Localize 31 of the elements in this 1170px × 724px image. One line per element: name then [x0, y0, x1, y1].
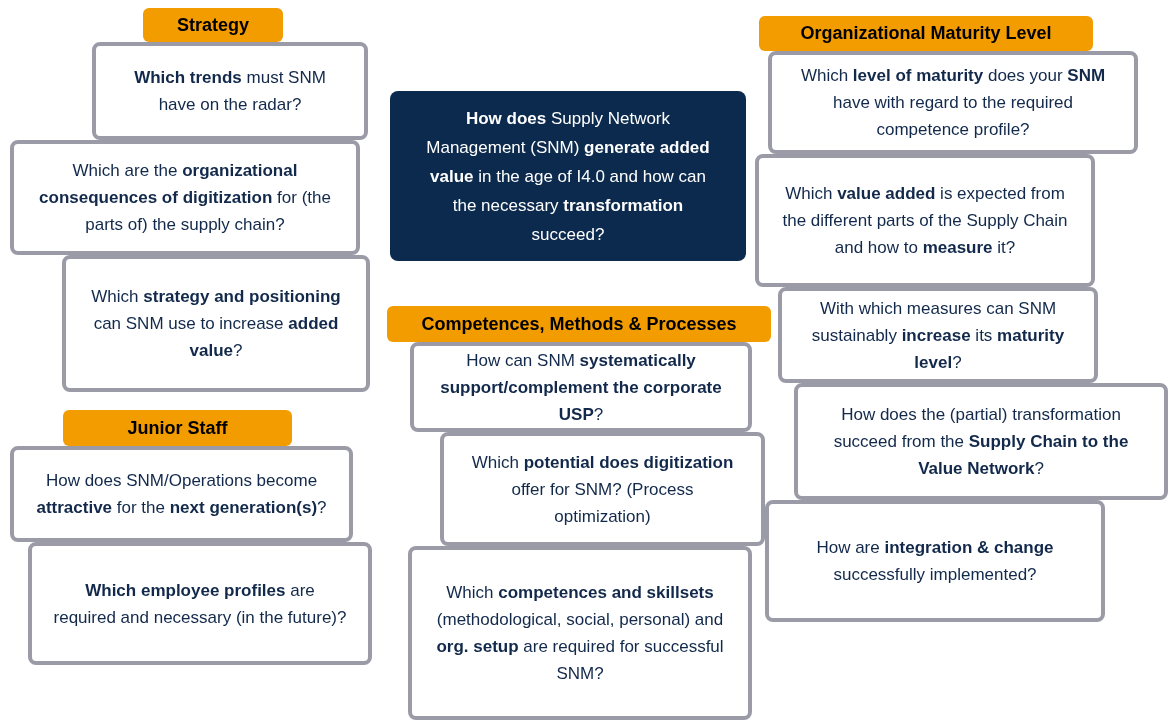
question-box [92, 42, 368, 140]
question-box [62, 255, 370, 392]
question-box [765, 500, 1105, 622]
question-text: Which trends must SNM have on the radar? [133, 67, 327, 116]
question-text: Which are the organizational consequences of digitization for (the parts of) the supply chain? [38, 160, 332, 236]
category-title: Organizational Maturity Level [800, 22, 1052, 45]
question-box [408, 546, 752, 720]
category-tab [143, 8, 283, 42]
question-text: Which competences and skillsets (methodological, social, personal) and org. setup are required for successful SNM? [435, 582, 725, 685]
question-box [28, 542, 372, 665]
category-title: Junior Staff [127, 416, 228, 440]
main-question-box [390, 91, 746, 261]
category-tab [63, 410, 292, 446]
question-text: Which strategy and positioning can SNM use to increase added value? [90, 286, 342, 362]
question-box [10, 446, 353, 542]
category-tab [387, 306, 771, 342]
question-text: How does Supply Network Management (SNM) generate added value in the age of I4.0 and how can the necessary transformation succeed? [425, 107, 711, 246]
question-text: How does the (partial) transformation succeed from the Supply Chain to the Value Network? [832, 404, 1130, 480]
category-tab [759, 16, 1093, 51]
question-text: How are integration & change successfully implemented? [815, 537, 1055, 586]
question-box [768, 51, 1138, 154]
question-text: Which value added is expected from the different parts of the Supply Chain and how to measure it? [781, 183, 1069, 259]
question-text: How does SNM/Operations become attractive for the next generation(s)? [35, 470, 328, 519]
question-text: Which potential does digitization offer for SNM? (Process optimization) [470, 451, 735, 528]
question-text: How can SNM systematically support/complement the corporate USP? [439, 349, 723, 426]
question-text: With which measures can SNM sustainably increase its maturity level? [810, 297, 1066, 374]
question-box [410, 342, 752, 432]
question-text: Which level of maturity does your SNM have with regard to the required competence profile? [799, 65, 1107, 141]
question-text: Which employee profiles are required and necessary (in the future)? [52, 579, 348, 629]
category-title: Strategy [177, 13, 249, 37]
category-title: Competences, Methods & Processes [421, 312, 737, 336]
